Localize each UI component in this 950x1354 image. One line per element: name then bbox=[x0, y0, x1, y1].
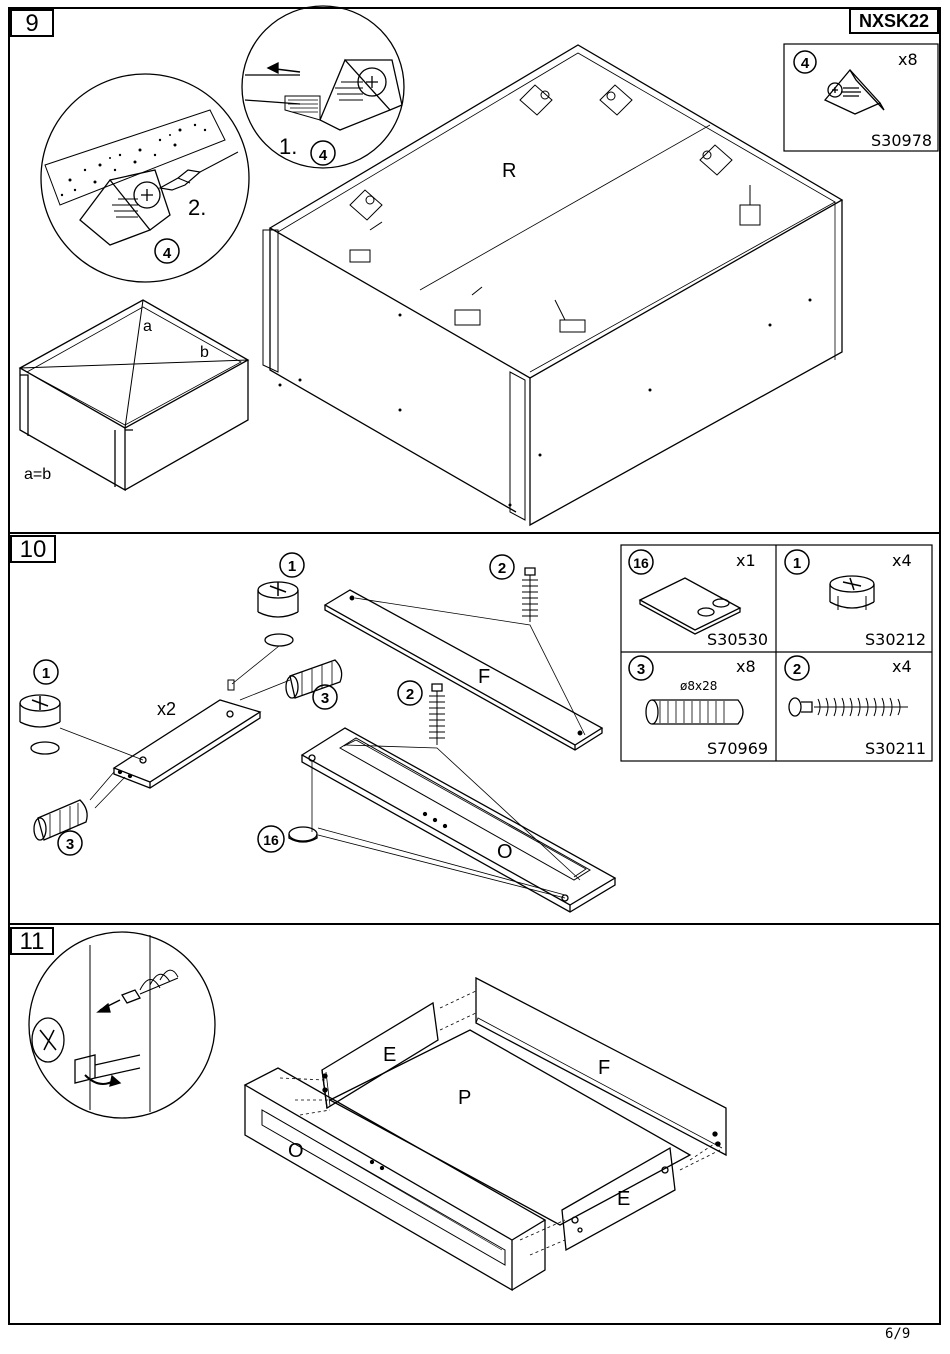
panel-e-right-label: E bbox=[617, 1188, 630, 1210]
step10-bolt-center: 2 bbox=[345, 681, 580, 880]
part-qty-3: x8 bbox=[736, 657, 756, 676]
part-code-16: S30530 bbox=[707, 630, 768, 649]
step10-front-panel-o: O bbox=[302, 728, 615, 912]
part-code-1: S30212 bbox=[865, 630, 926, 649]
panel-e-left-label: E bbox=[383, 1044, 396, 1066]
part-id-2: 2 bbox=[793, 661, 801, 678]
sub-step-1-label: 1. bbox=[279, 134, 297, 159]
callout-part-16: 16 bbox=[263, 832, 279, 848]
quantity-x2-label: x2 bbox=[157, 699, 176, 719]
corner-bracket-icon bbox=[825, 70, 884, 114]
step10-cam-left: 1 bbox=[20, 660, 60, 754]
part-id-16: 16 bbox=[633, 555, 649, 571]
part-id-1: 1 bbox=[793, 555, 801, 572]
dowel-size-label: ø8x28 bbox=[680, 679, 717, 693]
panel-r-label: R bbox=[502, 160, 516, 182]
page-number: 6/9 bbox=[885, 1326, 910, 1342]
callout-part-4a: 4 bbox=[319, 147, 328, 164]
diagonal-a-label: a bbox=[143, 318, 152, 335]
part-code-3: S70969 bbox=[707, 739, 768, 758]
panel-f-label: F bbox=[478, 666, 490, 688]
step9-callout-2: 2. 4 bbox=[41, 74, 249, 282]
step10-bolt-top: 2 bbox=[355, 555, 585, 735]
step11-drawer: P E F E O bbox=[245, 978, 726, 1290]
panel-o-drawer-label: O bbox=[288, 1140, 304, 1162]
callout-part-3-bottom: 3 bbox=[66, 836, 74, 853]
step9-carcass: R bbox=[263, 45, 842, 525]
felt-pad-sheet-icon bbox=[640, 578, 740, 634]
step10-part-grid: 16 x1 S30530 1 x4 S30212 3 x8 ø8x28 S709… bbox=[621, 545, 932, 761]
part-id-3: 3 bbox=[637, 661, 645, 678]
callout-part-1-left: 1 bbox=[42, 665, 50, 682]
part-id-4: 4 bbox=[801, 55, 810, 72]
part-qty-16: x1 bbox=[736, 551, 756, 570]
step10-dowel-top: 3 bbox=[286, 660, 342, 709]
step10-side-board: x2 bbox=[60, 680, 290, 808]
step9-callout-1: 1. 4 bbox=[242, 6, 404, 168]
callout-part-1-center: 1 bbox=[288, 558, 296, 575]
diagonal-b-label: b bbox=[200, 344, 209, 361]
panel-p-label: P bbox=[458, 1087, 471, 1109]
cam-lock-icon bbox=[830, 576, 874, 610]
cam-bolt-icon bbox=[789, 698, 908, 716]
callout-part-2-top: 2 bbox=[498, 560, 506, 577]
callout-part-2-center: 2 bbox=[406, 686, 414, 703]
part-qty-4: x8 bbox=[898, 50, 918, 69]
part-code-2: S30211 bbox=[865, 739, 926, 758]
step10-cam-center: 1 bbox=[232, 553, 304, 684]
panel-o-label: O bbox=[497, 841, 513, 863]
step9-part-box: 4 x8 S30978 bbox=[784, 44, 938, 151]
step10-dowel-bottom: 3 bbox=[34, 800, 87, 855]
step10-board-f: F bbox=[325, 590, 602, 750]
callout-part-4b: 4 bbox=[163, 245, 172, 262]
part-qty-1: x4 bbox=[892, 551, 912, 570]
diagonal-equation: a=b bbox=[24, 466, 51, 483]
step9-square-check: a b a=b bbox=[20, 300, 248, 490]
sub-step-2-label: 2. bbox=[188, 195, 206, 220]
callout-part-3-top: 3 bbox=[321, 690, 329, 707]
part-code-4: S30978 bbox=[871, 131, 932, 150]
part-qty-2: x4 bbox=[892, 657, 912, 676]
wooden-dowel-icon bbox=[646, 700, 743, 724]
step11-detail-circle bbox=[29, 932, 215, 1118]
step10-felt-pad: 16 bbox=[258, 826, 317, 852]
panel-f-drawer-label: F bbox=[598, 1057, 610, 1079]
